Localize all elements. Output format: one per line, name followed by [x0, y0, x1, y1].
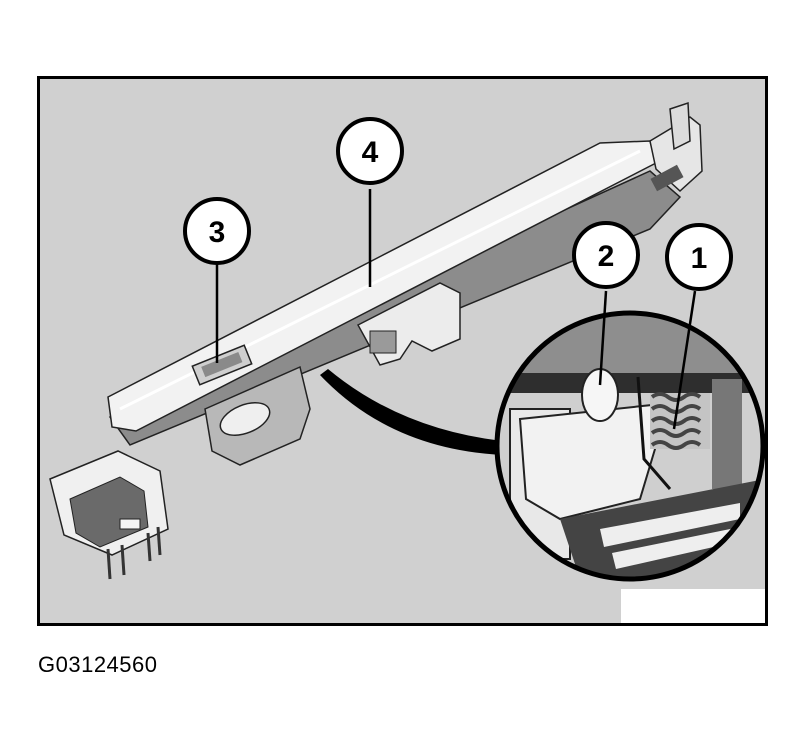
- svg-text:4: 4: [362, 136, 379, 169]
- connector-latch: [119, 518, 141, 530]
- callout-2: 2: [572, 221, 640, 289]
- svg-text:1: 1: [691, 242, 708, 275]
- end-bracket-hole: [650, 164, 684, 192]
- detail-inset: [494, 310, 765, 582]
- diagram-illustration: 1 2 3 4: [49, 101, 765, 582]
- spring-detail: [650, 392, 710, 450]
- connector-pin: [146, 532, 152, 562]
- rail-assembly: [49, 101, 703, 580]
- svg-text:3: 3: [209, 216, 226, 249]
- connector-pin: [156, 526, 162, 556]
- connector-pin: [106, 548, 112, 580]
- plate-slot: [369, 330, 397, 354]
- label-blank-box: [621, 589, 765, 623]
- mechanism-roller: [219, 402, 271, 436]
- svg-text:2: 2: [598, 240, 615, 273]
- callout-4: 4: [336, 117, 404, 185]
- release-button-inner: [201, 351, 243, 378]
- diagram-figure: 1 2 3 4: [37, 76, 768, 626]
- end-bracket-tab: [669, 101, 691, 151]
- leader-line-2: [598, 290, 608, 386]
- magnify-pointer: [320, 369, 502, 455]
- leader-line-1: [672, 290, 697, 430]
- figure-id-label: G03124560: [38, 652, 158, 677]
- connector-pin: [120, 544, 126, 576]
- callout-1: 1: [665, 223, 733, 291]
- callout-3: 3: [183, 197, 251, 265]
